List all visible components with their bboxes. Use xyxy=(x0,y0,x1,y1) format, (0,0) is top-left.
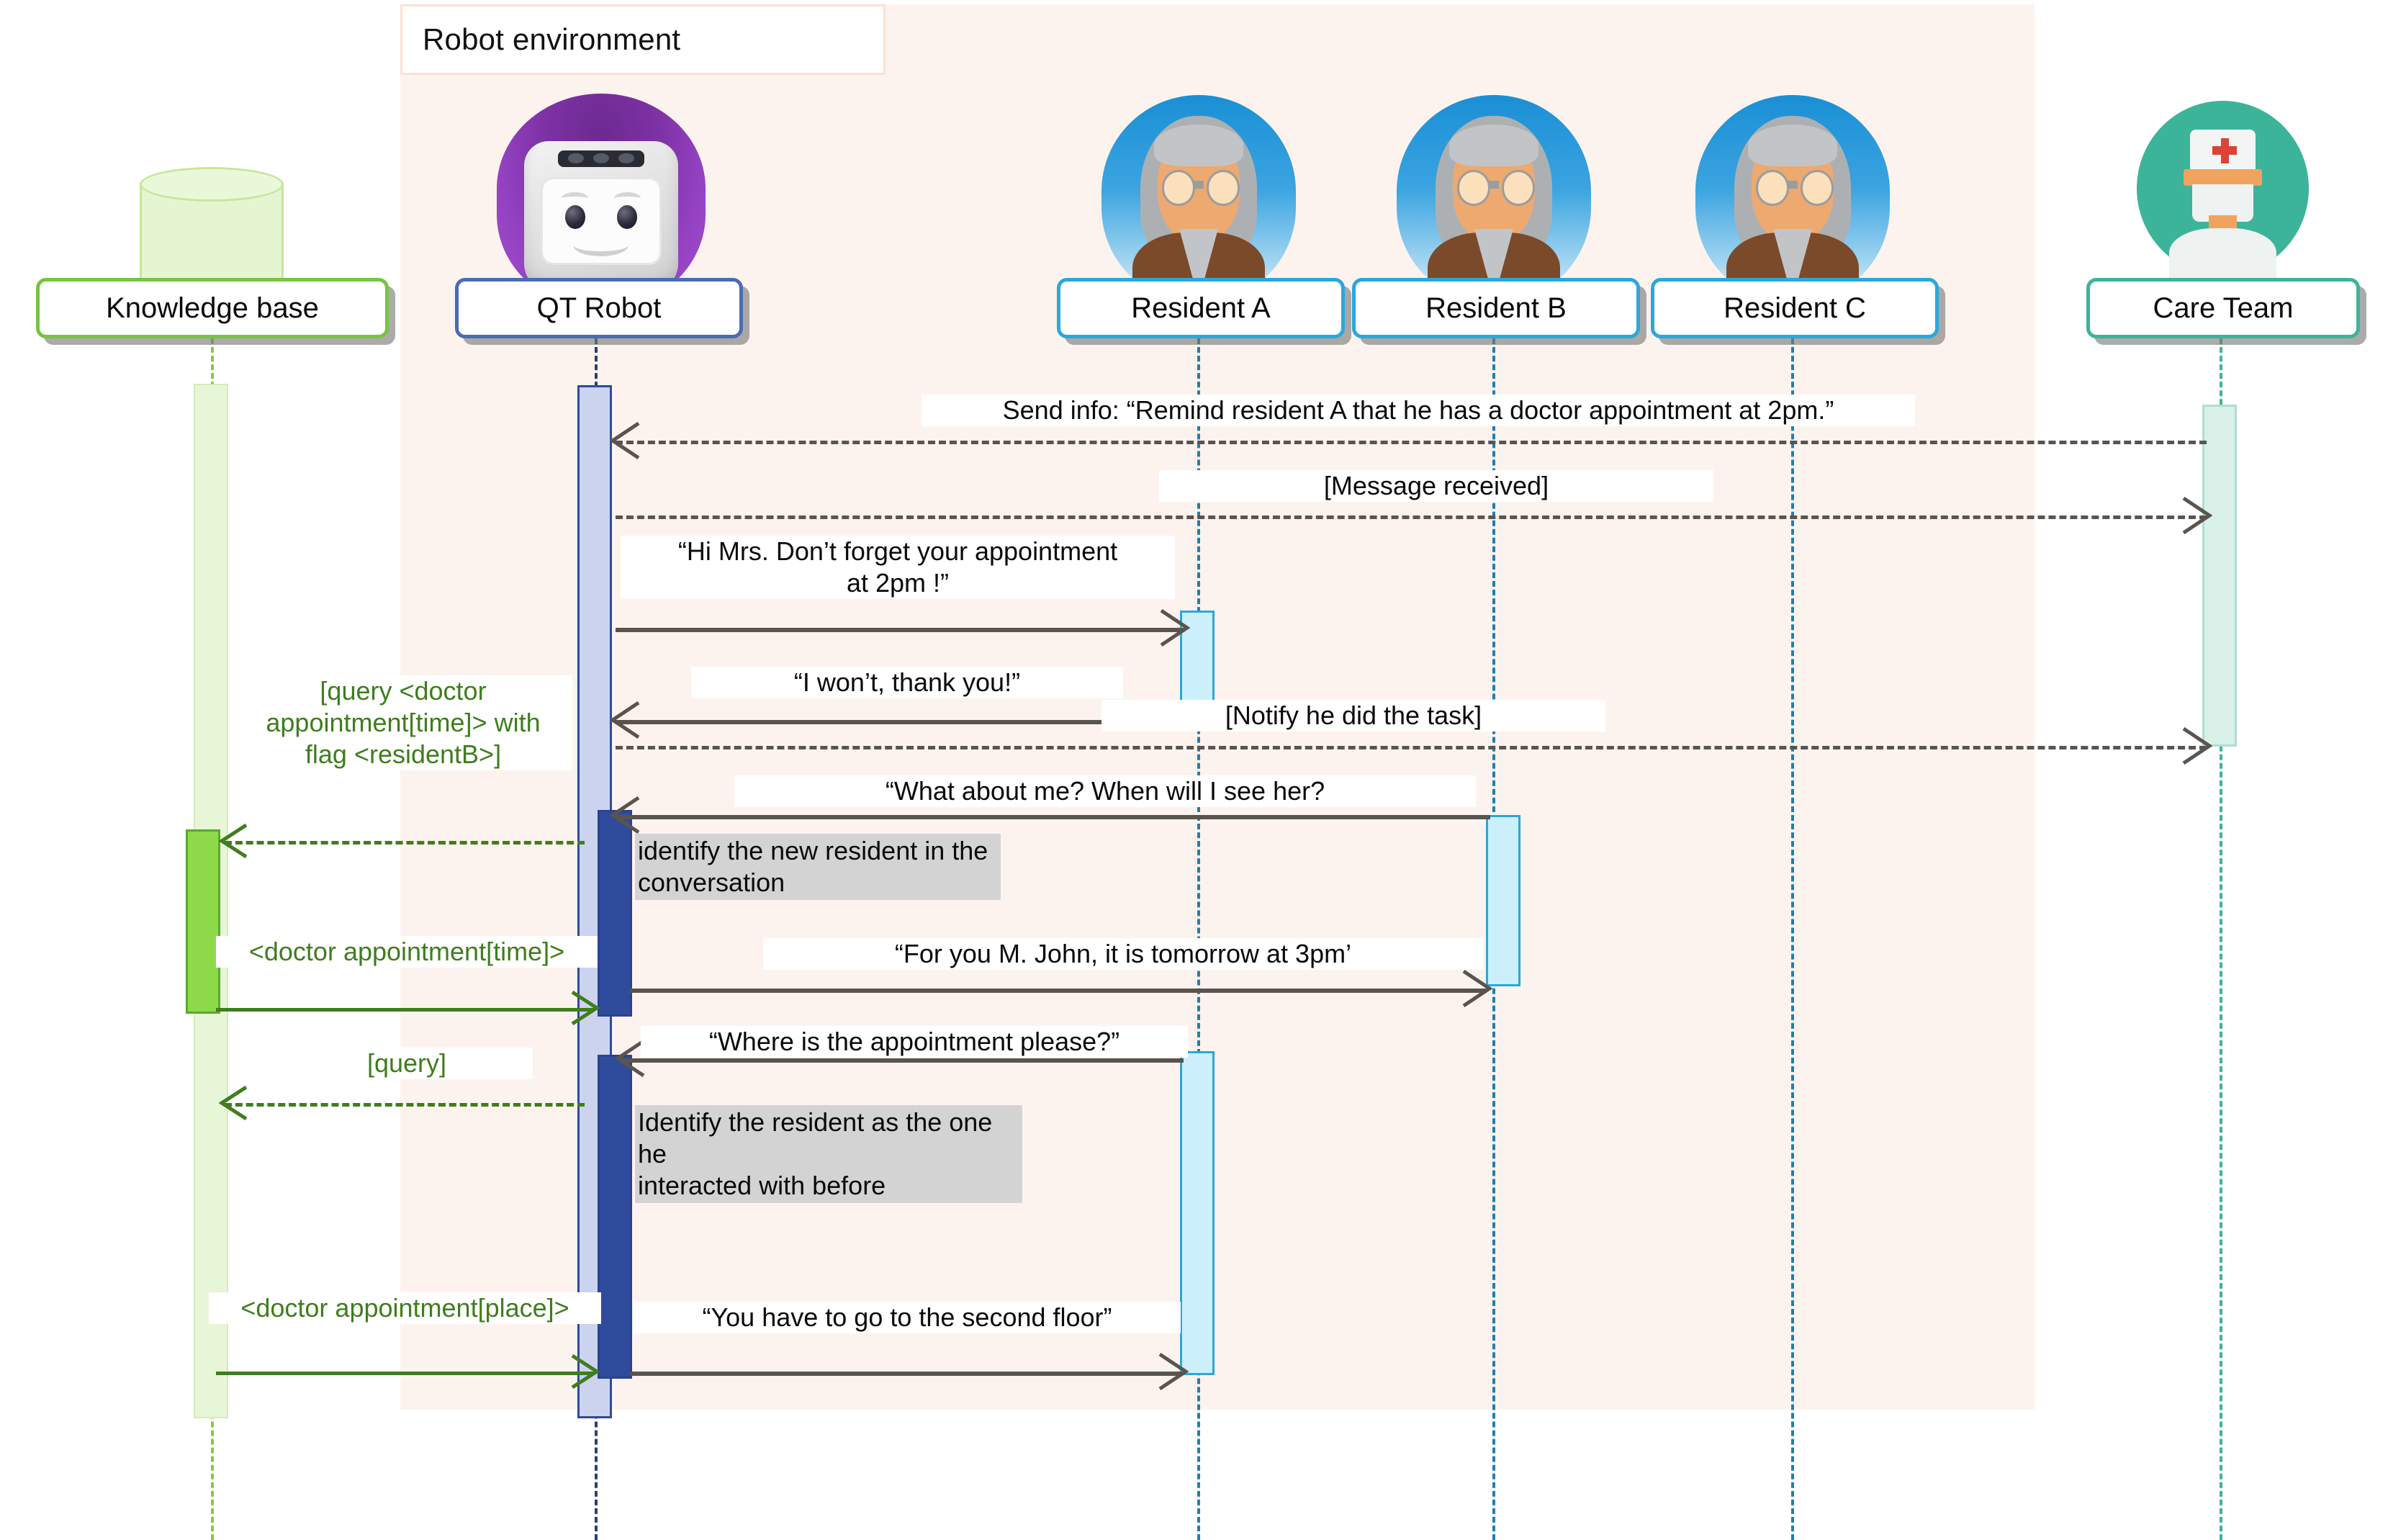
elderly-resident-icon xyxy=(1397,95,1591,304)
qt-robot-icon xyxy=(497,94,706,310)
arrowhead-left-icon xyxy=(615,1040,645,1077)
activation-kb-active xyxy=(186,829,220,1014)
note-identify-new-resident: identify the new resident in the convers… xyxy=(635,834,1001,900)
message-label-10: “Where is the appointment please?” xyxy=(641,1026,1188,1058)
arrowhead-right-icon xyxy=(2182,497,2212,534)
arrowhead-right-icon xyxy=(1160,609,1190,647)
frame-label: Robot environment xyxy=(423,22,681,56)
message-label-13: “You have to go to the second floor” xyxy=(634,1302,1181,1333)
message-label-3: “Hi Mrs. Don’t forget your appointment a… xyxy=(621,536,1175,599)
activation-qt-nested-2 xyxy=(598,1055,632,1379)
activation-qt-nested-1 xyxy=(598,810,632,1017)
participant-label: Knowledge base xyxy=(106,292,319,324)
elderly-resident-icon xyxy=(1695,95,1890,304)
doctor-nurse-icon xyxy=(2120,92,2325,301)
arrowhead-left-icon xyxy=(219,824,248,858)
arrowhead-left-icon xyxy=(610,701,640,739)
reply-label-8: <doctor appointment[time]> xyxy=(216,936,598,968)
lifeline-care xyxy=(2220,338,2222,1540)
message-label-6: “What about me? When will I see her? xyxy=(734,775,1476,807)
message-label-4: “I won’t, thank you!” xyxy=(691,667,1123,698)
participant-resident-b[interactable]: Resident B xyxy=(1352,278,1640,338)
elderly-resident-icon xyxy=(1101,95,1296,304)
arrowhead-left-icon xyxy=(219,1086,248,1120)
activation-resident-a-2 xyxy=(1180,1051,1215,1375)
participant-resident-c[interactable]: Resident C xyxy=(1651,278,1939,338)
arrowhead-right-icon xyxy=(1158,1353,1189,1390)
participant-label: Resident A xyxy=(1131,292,1271,324)
arrowhead-left-icon xyxy=(610,796,640,834)
participant-label: Resident B xyxy=(1425,292,1567,324)
activation-care-team xyxy=(2202,405,2237,747)
message-label-1: Send info: “Remind resident A that he ha… xyxy=(922,395,1915,426)
reply-label-12: <doctor appointment[place]> xyxy=(209,1292,601,1324)
arrowhead-right-icon xyxy=(571,991,600,1025)
activation-resident-c xyxy=(1486,815,1520,986)
participant-qt[interactable]: QT Robot xyxy=(455,278,743,338)
participant-label: Care Team xyxy=(2153,292,2294,324)
lifeline-resC xyxy=(1791,338,1794,1540)
note-identify-previous-resident: Identify the resident as the one he inte… xyxy=(635,1105,1022,1203)
query-label-7: [query <doctor appointment[time]> with f… xyxy=(234,675,572,770)
participant-kb[interactable]: Knowledge base xyxy=(36,278,389,338)
robot-environment-frame-tab: Robot environment xyxy=(400,4,886,75)
participant-label: QT Robot xyxy=(536,292,662,324)
arrowhead-right-icon xyxy=(571,1354,600,1389)
participant-label: Resident C xyxy=(1724,292,1866,324)
participant-care-team[interactable]: Care Team xyxy=(2086,278,2360,338)
query-label-11: [query] xyxy=(281,1048,533,1079)
arrowhead-left-icon xyxy=(610,422,640,459)
participant-resident-a[interactable]: Resident A xyxy=(1057,278,1345,338)
arrowhead-right-icon xyxy=(1462,970,1492,1007)
message-label-9: “For you M. John, it is tomorrow at 3pm’ xyxy=(763,938,1483,970)
message-label-2: [Message received] xyxy=(1159,470,1713,502)
arrowhead-right-icon xyxy=(2182,727,2212,765)
message-label-5: [Notify he did the task] xyxy=(1101,700,1605,731)
